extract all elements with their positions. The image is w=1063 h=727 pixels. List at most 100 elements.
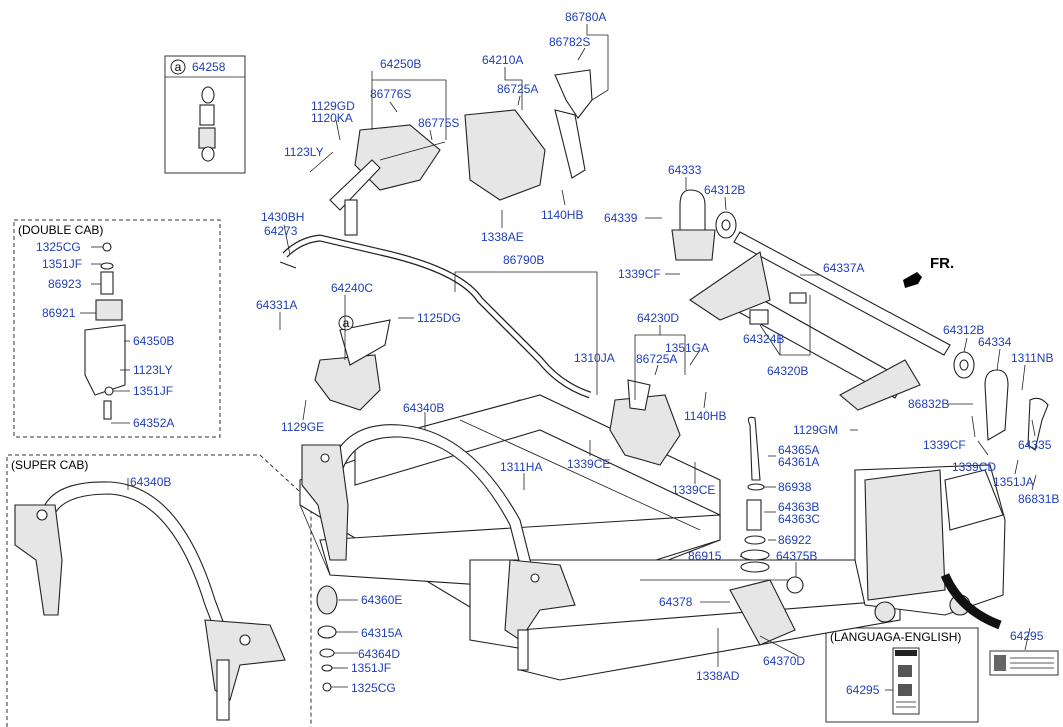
label-64250B: 64250B bbox=[380, 57, 421, 71]
double-cab-parts bbox=[84, 242, 126, 420]
lower-pieces bbox=[316, 416, 804, 692]
rollover-hoop-super bbox=[14, 481, 286, 721]
label-86780A: 86780A bbox=[565, 10, 606, 24]
super-cab-heading: (SUPER CAB) bbox=[11, 458, 88, 472]
label-1311HA: 1311HA bbox=[500, 460, 542, 474]
label-64378: 64378 bbox=[659, 595, 693, 609]
label-64370D: 64370D bbox=[763, 654, 805, 668]
label-64333: 64333 bbox=[668, 163, 702, 177]
label-64240C: 64240C bbox=[331, 281, 373, 295]
label-64335: 64335 bbox=[1018, 438, 1052, 452]
truck-illustration bbox=[854, 464, 1006, 630]
label-86938: 86938 bbox=[778, 480, 812, 494]
label-64315A: 64315A bbox=[361, 626, 402, 640]
label-1339CD: 1339CD bbox=[952, 460, 996, 474]
double-cab-heading: (DOUBLE CAB) bbox=[18, 223, 103, 237]
label-86725A-mid: 86725A bbox=[636, 352, 677, 366]
label-1339CE-b: 1339CE bbox=[672, 483, 715, 497]
label-86832B: 86832B bbox=[908, 397, 949, 411]
label-1338AE: 1338AE bbox=[481, 230, 524, 244]
label-64363B: 64363B bbox=[778, 500, 819, 514]
double-cab-box bbox=[13, 219, 221, 438]
label-64340B-super: 64340B bbox=[130, 475, 171, 489]
label-1430BH: 1430BH bbox=[261, 210, 304, 224]
label-86782S: 86782S bbox=[549, 35, 590, 49]
middle-brackets bbox=[314, 319, 681, 466]
front-arrow-icon bbox=[903, 272, 922, 288]
right-mounts bbox=[671, 189, 1049, 451]
stabilizer-bar bbox=[279, 234, 592, 399]
label-64375B: 64375B bbox=[776, 549, 817, 563]
label-1325CG-bot: 1325CG bbox=[351, 681, 396, 695]
label-1351GA: 1351GA bbox=[665, 341, 709, 355]
label-1125DG: 1125DG bbox=[417, 311, 461, 325]
leader-lines bbox=[80, 24, 1037, 691]
label-1339CF-top: 1339CF bbox=[618, 267, 661, 281]
label-64340B-main: 64340B bbox=[403, 401, 444, 415]
label-64312B-right: 64312B bbox=[943, 323, 984, 337]
label-86923: 86923 bbox=[48, 277, 82, 291]
label-64295-inset: 64295 bbox=[846, 683, 880, 697]
label-1129GE: 1129GE bbox=[281, 420, 324, 434]
upper-brackets bbox=[329, 69, 593, 236]
label-64361A: 64361A bbox=[778, 455, 819, 469]
label-1129GM: 1129GM bbox=[793, 423, 838, 437]
cross-tube bbox=[689, 231, 951, 411]
label-64339: 64339 bbox=[604, 211, 638, 225]
detail-a-spring bbox=[198, 86, 216, 162]
super-cab-box bbox=[6, 454, 312, 727]
detail-a-bracket-marker: a bbox=[343, 316, 350, 330]
label-1311NB: 1311NB bbox=[1011, 351, 1053, 365]
label-1351JF-bot: 1351JF bbox=[351, 661, 391, 675]
label-64364D: 64364D bbox=[358, 647, 400, 661]
label-sticker-right bbox=[989, 650, 1059, 676]
rollover-hoop-main bbox=[301, 424, 576, 671]
label-86922: 86922 bbox=[778, 533, 812, 547]
detail-a-marker: a bbox=[175, 60, 182, 74]
label-1129GD: 1129GD bbox=[311, 99, 355, 113]
label-86921: 86921 bbox=[42, 306, 76, 320]
label-1339CF-right: 1339CF bbox=[923, 438, 966, 452]
language-heading: (LANGUAGA-ENGLISH) bbox=[830, 630, 961, 644]
label-64337A: 64337A bbox=[823, 261, 864, 275]
label-64273: 64273 bbox=[264, 224, 298, 238]
label-64352A: 64352A bbox=[133, 416, 174, 430]
label-86915: 86915 bbox=[688, 549, 722, 563]
label-1123LY-dc: 1123LY bbox=[133, 363, 173, 377]
part-labels: 86780A 86782S 64250B 64210A 86725A 86776… bbox=[36, 10, 1059, 697]
label-1351JA: 1351JA bbox=[993, 475, 1034, 489]
label-64258: 64258 bbox=[192, 60, 226, 74]
label-1120KA: 1120KA bbox=[311, 111, 353, 125]
detail-a-bracket-circle bbox=[338, 315, 354, 331]
label-1310JA: 1310JA bbox=[574, 351, 615, 365]
language-box bbox=[825, 627, 979, 723]
label-1351JF-dc2: 1351JF bbox=[133, 384, 173, 398]
label-1140HB-top: 1140HB bbox=[541, 208, 583, 222]
label-86775S: 86775S bbox=[418, 116, 459, 130]
label-64230D: 64230D bbox=[637, 311, 679, 325]
detail-a-circle bbox=[170, 59, 186, 75]
detail-a-box bbox=[164, 55, 246, 174]
label-86776S: 86776S bbox=[370, 87, 411, 101]
label-1338AD: 1338AD bbox=[696, 669, 740, 683]
label-sticker-inset bbox=[892, 647, 920, 715]
label-64312B-top: 64312B bbox=[704, 183, 745, 197]
label-1123LY-top: 1123LY bbox=[284, 145, 324, 159]
label-1325CG-dc: 1325CG bbox=[36, 240, 81, 254]
label-64210A: 64210A bbox=[482, 53, 523, 67]
label-64363C: 64363C bbox=[778, 512, 820, 526]
label-64360E: 64360E bbox=[361, 593, 402, 607]
label-1351JF-dc: 1351JF bbox=[42, 257, 82, 271]
label-1339CE-a: 1339CE bbox=[567, 457, 610, 471]
front-heading: FR. bbox=[930, 255, 954, 272]
label-64320B: 64320B bbox=[767, 364, 808, 378]
label-86831B: 86831B bbox=[1018, 492, 1059, 506]
label-64324B: 64324B bbox=[743, 332, 784, 346]
label-1140HB-mid: 1140HB bbox=[684, 409, 726, 423]
label-86725A-top: 86725A bbox=[497, 82, 538, 96]
label-64365A: 64365A bbox=[778, 443, 819, 457]
label-64334: 64334 bbox=[978, 335, 1012, 349]
label-64350B: 64350B bbox=[133, 334, 174, 348]
